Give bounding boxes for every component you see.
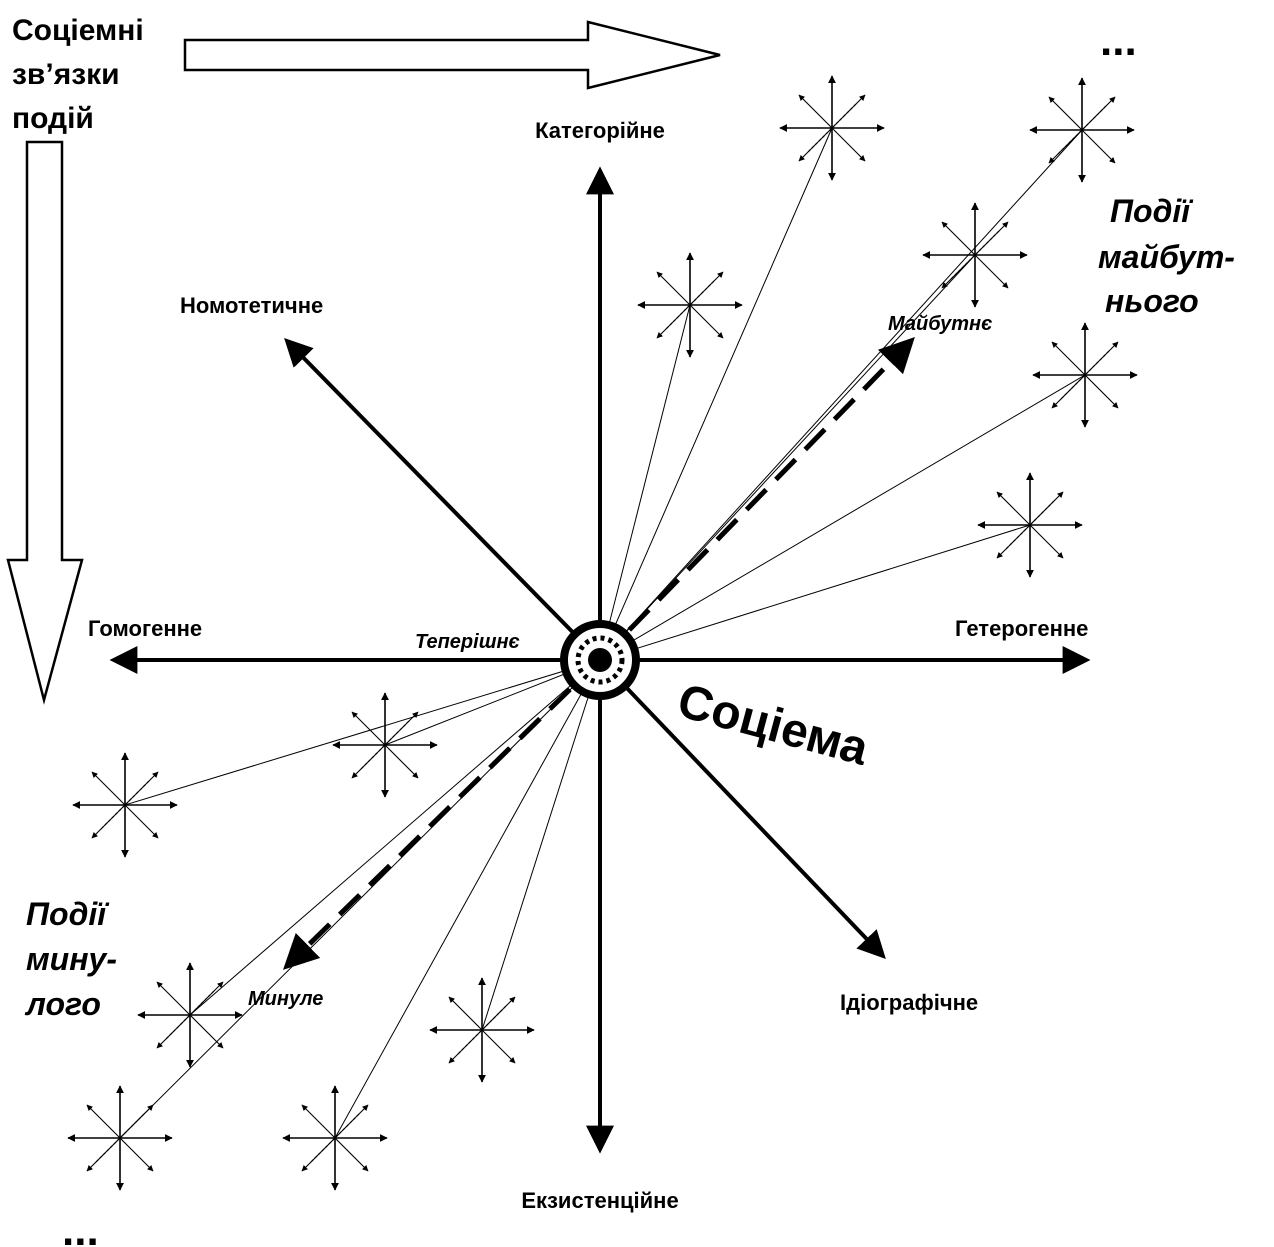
socieme-core <box>560 620 640 700</box>
axis-label-right: Гетерогенне <box>955 616 1088 641</box>
axis-lower-right <box>598 658 886 960</box>
future-label: Майбутнє <box>888 313 992 335</box>
horizontal-hollow-arrow <box>183 20 721 90</box>
axis-label-top: Категорійне <box>535 118 665 143</box>
past-arrow <box>282 658 602 970</box>
future-events-line-3: нього <box>1105 283 1199 319</box>
event-node <box>922 202 1028 308</box>
event-node <box>67 1085 173 1191</box>
title-line-2: зв’язки <box>12 58 120 91</box>
event-node <box>1032 322 1138 428</box>
ellipsis-top: ... <box>1100 16 1137 65</box>
future-events-line-2: майбут- <box>1098 239 1235 275</box>
time-axis <box>282 336 915 970</box>
ellipsis-bottom: ... <box>62 1206 99 1247</box>
socieme-label: Соціема <box>672 674 874 776</box>
event-node <box>72 752 178 858</box>
title-line-1: Соціемні <box>12 14 144 47</box>
event-node <box>1029 77 1135 183</box>
event-node <box>637 252 743 358</box>
event-node <box>282 1085 388 1191</box>
event-node <box>779 75 885 181</box>
event-node <box>977 472 1083 578</box>
axis-label-left: Гомогенне <box>88 616 202 641</box>
future-arrow <box>598 336 915 662</box>
past-label: Минуле <box>248 988 323 1010</box>
axis-label-upper-left: Номотетичне <box>180 293 323 318</box>
event-node <box>332 692 438 798</box>
event-node <box>137 962 243 1068</box>
past-events-line-3: лого <box>24 986 101 1022</box>
axis-label-lower-right: Ідіографічне <box>840 990 978 1015</box>
title-block: Соціемні зв’язки подій <box>12 14 144 135</box>
past-events-line-2: мину- <box>26 941 117 977</box>
vertical-hollow-arrow <box>6 140 84 705</box>
past-events-line-1: Події <box>26 896 110 932</box>
axis-upper-left <box>284 338 602 662</box>
future-events-line-1: Події <box>1110 193 1194 229</box>
axis-label-bottom: Екзистенційне <box>521 1188 678 1213</box>
title-line-3: подій <box>12 102 94 135</box>
event-nodes <box>67 75 1138 1191</box>
event-node <box>429 977 535 1083</box>
present-label: Теперішнє <box>415 631 520 653</box>
